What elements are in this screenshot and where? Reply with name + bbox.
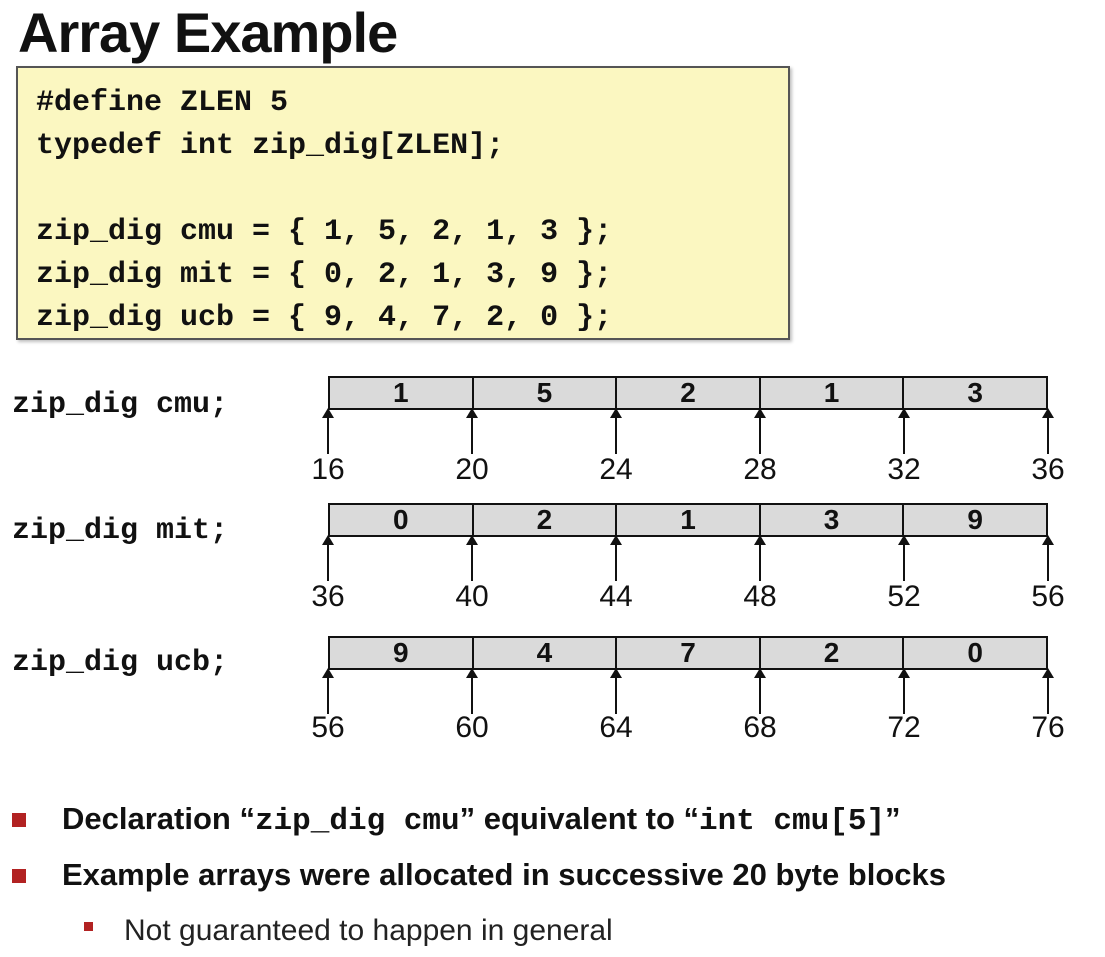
array-cell: 9: [330, 638, 474, 668]
address-label: 64: [599, 711, 633, 744]
address-label: 16: [311, 453, 345, 486]
address-label: 48: [743, 580, 777, 613]
address-label: 76: [1031, 711, 1065, 744]
array-cell: 2: [761, 638, 905, 668]
bullet-declaration: Declaration “zip_dig cmu” equivalent to …: [62, 799, 901, 842]
address-arrow: [610, 408, 622, 454]
address-label: 72: [887, 711, 921, 744]
address-label: 68: [743, 711, 777, 744]
address-arrow: [322, 535, 334, 581]
address-arrow: [898, 668, 910, 714]
bullet-declaration-mid: ” equivalent to “: [459, 801, 700, 836]
address-arrow: [1042, 535, 1054, 581]
array-declaration-label: zip_dig cmu;: [12, 388, 229, 422]
array-cell: 4: [474, 638, 618, 668]
bullet-declaration-pre: Declaration “: [62, 801, 255, 836]
array-cell: 2: [617, 378, 761, 408]
array-cell: 9: [967, 504, 983, 535]
address-label: 40: [455, 580, 489, 613]
address-arrow: [1042, 668, 1054, 714]
address-label: 32: [887, 453, 921, 486]
code-line-define: #define ZLEN 5: [36, 86, 289, 120]
array-cell: 2: [474, 505, 618, 535]
code-line-cmu: zip_dig cmu = { 1, 5, 2, 1, 3 };: [36, 215, 613, 249]
address-arrow: [754, 408, 766, 454]
code-line-typedef: typedef int zip_dig[ZLEN];: [36, 129, 505, 163]
array-cell: 5: [474, 378, 618, 408]
address-arrow: [1042, 408, 1054, 454]
address-label: 36: [311, 580, 345, 613]
array-cell: 7: [617, 638, 761, 668]
address-arrow: [898, 408, 910, 454]
address-arrow: [466, 408, 478, 454]
address-arrow: [322, 668, 334, 714]
address-arrow: [466, 668, 478, 714]
address-label: 36: [1031, 453, 1065, 486]
bullet-allocation: Example arrays were allocated in success…: [62, 857, 946, 892]
address-arrow: [754, 535, 766, 581]
address-arrow: [466, 535, 478, 581]
address-label: 56: [1031, 580, 1065, 613]
bullet-marker: [12, 813, 26, 827]
code-line-blank: [36, 168, 788, 211]
address-label: 28: [743, 453, 777, 486]
code-line-ucb: zip_dig ucb = { 9, 4, 7, 2, 0 };: [36, 301, 613, 335]
array-declaration-label: zip_dig mit;: [12, 514, 229, 548]
code-line-mit: zip_dig mit = { 0, 2, 1, 3, 9 };: [36, 258, 613, 292]
bullet-declaration-code2: int cmu[5]: [699, 804, 886, 839]
address-arrow: [322, 408, 334, 454]
address-arrow: [610, 668, 622, 714]
bullet-declaration-post: ”: [885, 801, 901, 836]
array-cell: 1: [330, 378, 474, 408]
array-cell: 0: [967, 637, 983, 668]
sub-bullet-not-guaranteed: Not guaranteed to happen in general: [124, 914, 613, 947]
array-cell: 0: [330, 505, 474, 535]
array-cell: 1: [617, 505, 761, 535]
address-label: 56: [311, 711, 345, 744]
address-label: 60: [455, 711, 489, 744]
address-arrow: [898, 535, 910, 581]
address-label: 52: [887, 580, 921, 613]
address-arrow: [610, 535, 622, 581]
array-declaration-label: zip_dig ucb;: [12, 646, 229, 680]
address-label: 20: [455, 453, 489, 486]
array-cell: 1: [761, 378, 905, 408]
sub-bullet-marker: [84, 922, 93, 931]
address-arrow: [754, 668, 766, 714]
bullet-declaration-code1: zip_dig cmu: [254, 804, 460, 839]
slide-title: Array Example: [18, 1, 398, 64]
address-label: 44: [599, 580, 633, 613]
array-cell: 3: [967, 377, 983, 408]
address-label: 24: [599, 453, 633, 486]
code-block: #define ZLEN 5 typedef int zip_dig[ZLEN]…: [16, 66, 790, 340]
bullet-marker: [12, 869, 26, 883]
array-cell: 3: [761, 505, 905, 535]
